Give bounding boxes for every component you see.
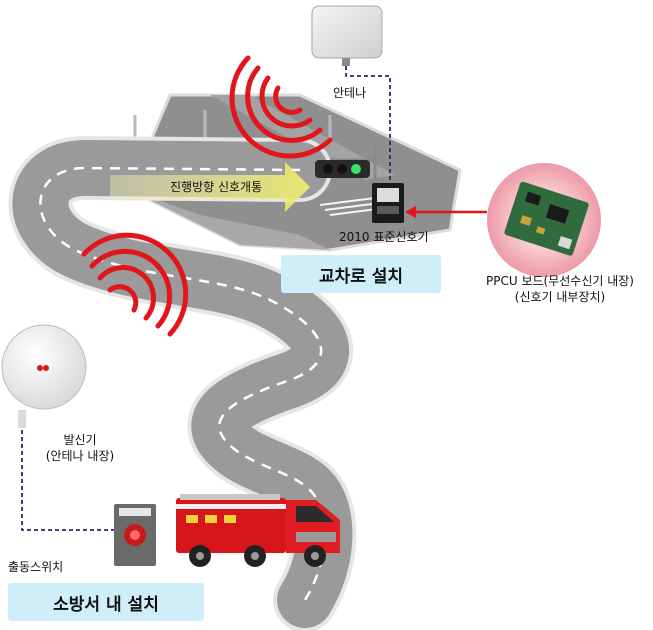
ppcu-label-line1: PPCU 보드(무선수신기 내장) [486,274,634,288]
signal-controller [372,183,404,223]
signal-flow-label: 진행방향 신호개통 [170,180,263,194]
transmitter-disc-icon [1,324,87,428]
intersection-box: 교차로 설치 [281,255,441,293]
transmitter-label-line1: 발신기 [63,433,97,447]
ppcu-board [487,163,601,277]
transmitter-label-line2: (안테나 내장) [45,449,115,463]
radio-waves-top [229,55,333,159]
antenna-label: 안테나 [333,86,367,100]
ppcu-link-arrow [405,206,487,218]
antenna-link [345,66,391,183]
road [8,136,357,630]
standard-signal-label: 2010 표준신호기 [339,230,429,244]
intersection-box-text: 교차로 설치 [318,266,404,287]
signal-flow-arrow [110,162,310,212]
fire-station-box: 소방서 내 설치 [8,583,204,621]
ppcu-label-line2: (신호기 내부장치) [514,290,606,304]
fire-truck-icon [176,494,340,567]
dispatch-switch-label: 출동스위치 [8,560,64,574]
radio-waves-middle [81,232,189,337]
fire-station-box-text: 소방서 내 설치 [53,594,159,615]
dispatch-switch-icon [114,504,156,566]
transmitter-link [21,430,118,531]
panel-antenna-icon [311,5,383,66]
